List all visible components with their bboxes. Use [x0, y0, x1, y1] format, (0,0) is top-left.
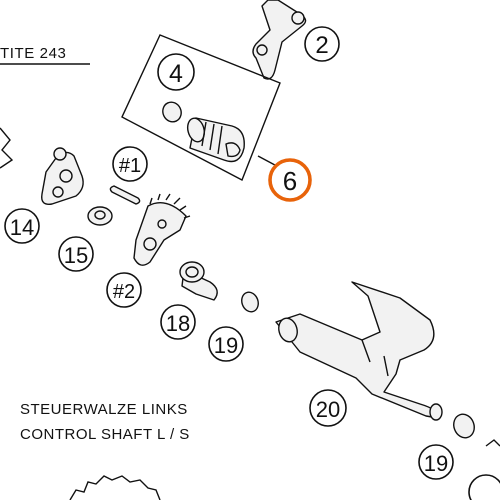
svg-text:19: 19 — [214, 333, 238, 358]
part-2-lever — [252, 0, 307, 80]
callout-4 — [157, 53, 195, 91]
svg-text:#1: #1 — [119, 155, 141, 177]
callout-19-a — [208, 326, 244, 362]
o-ring — [162, 101, 182, 123]
pin — [109, 185, 141, 205]
callout-h1 — [112, 146, 148, 182]
part-14-pawl — [41, 147, 84, 205]
callout-cutoff — [468, 474, 500, 500]
svg-text:#2: #2 — [113, 281, 135, 303]
kit-box — [121, 34, 281, 181]
callout-h2 — [106, 272, 142, 308]
svg-text:14: 14 — [10, 215, 34, 240]
callout-2 — [304, 26, 340, 62]
part-19-oring-b — [453, 413, 475, 439]
note-loctite: TITE 243 — [0, 45, 67, 62]
callout-18 — [160, 304, 196, 340]
svg-text:6: 6 — [283, 166, 297, 196]
callout-19-b — [418, 444, 454, 480]
svg-text:18: 18 — [166, 311, 190, 336]
svg-text:4: 4 — [169, 60, 183, 88]
callout-14 — [4, 208, 40, 244]
part-15-washer — [87, 206, 113, 226]
svg-text:15: 15 — [64, 243, 88, 268]
svg-text:19: 19 — [424, 451, 448, 476]
shaft-assembly — [186, 117, 245, 163]
caption-english: CONTROL SHAFT L / S — [20, 426, 190, 443]
gear-fragment — [69, 475, 161, 500]
part-20-control-shaft — [275, 281, 443, 421]
part-h2-segment — [133, 193, 191, 266]
svg-text:2: 2 — [315, 32, 328, 59]
callout-15 — [58, 236, 94, 272]
spring-left — [0, 127, 14, 169]
callout-6 — [268, 158, 312, 202]
part-19-oring — [241, 291, 259, 313]
svg-text:20: 20 — [316, 397, 340, 422]
callout-20 — [309, 389, 347, 427]
part-18-bushing — [179, 261, 218, 301]
edge-fragment — [485, 439, 500, 447]
caption-german: STEUERWALZE LINKS — [20, 401, 188, 418]
